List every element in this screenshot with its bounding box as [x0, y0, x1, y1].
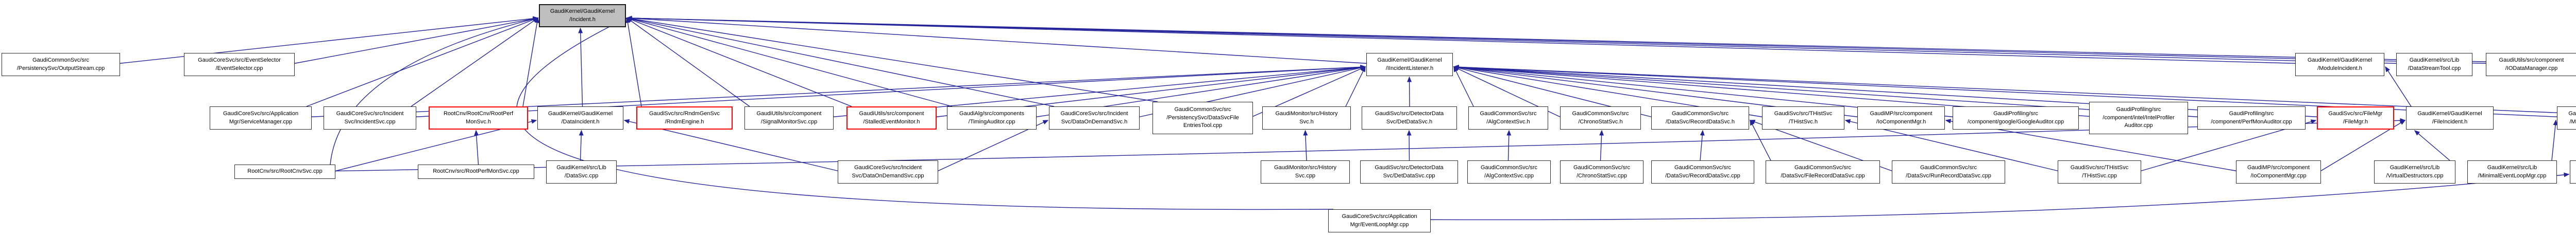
edge-datastreamtool-cpp-to-incident-h [626, 15, 2397, 64]
edge-rootperfmonsvc-cpp-to-rootperfmonsvc-h [474, 130, 479, 165]
edge-historysvc-cpp-to-historysvc-h [1303, 130, 1308, 161]
node-signalmonitorsvc-cpp[interactable]: GaudiUtils/src/component /SignalMonitorS… [744, 106, 834, 130]
node-thistsvc-cpp[interactable]: GaudiSvc/src/THistSvc /THistSvc.cpp [2058, 160, 2141, 184]
node-eventselector-cpp[interactable]: GaudiCoreSvc/src/EventSelector /EventSel… [184, 53, 295, 76]
node-rootperfmonsvc-h[interactable]: RootCnv/RootCnv/RootPerf MonSvc.h [429, 106, 528, 130]
node-incident-h[interactable]: GaudiKernel/GaudiKernel /Incident.h [539, 4, 626, 27]
node-fileincident-h[interactable]: GaudiKernel/GaudiKernel /FileIncident.h [2406, 106, 2494, 130]
node-intelprofilerauditor-cpp[interactable]: GaudiProfiling/src /component/intel/Inte… [2089, 102, 2188, 134]
node-incidentsvc-cpp[interactable]: GaudiCoreSvc/src/Incident Svc/IncidentSv… [324, 106, 416, 130]
edge-moduleincident-h-to-incident-h [626, 15, 2296, 64]
node-rootperfmonsvc-cpp[interactable]: RootCnv/src/RootPerfMonSvc.cpp [418, 165, 534, 179]
edge-iodatamanager-cpp-to-incident-h [626, 15, 2486, 64]
edge-servicemanager-cpp-to-incident-h [306, 17, 539, 107]
node-servicemanager-cpp[interactable]: GaudiCoreSvc/src/Application Mgr/Service… [210, 106, 312, 130]
node-rootcnvsvc-cpp[interactable]: RootCnv/src/RootCnvSvc.cpp [234, 165, 335, 179]
edge-timingauditor-cpp-to-incident-h [626, 17, 953, 107]
edge-chronostatsvc-cpp-to-chronostatsvc-h [1599, 130, 1604, 161]
node-historysvc-h[interactable]: GaudiMonitor/src/History Svc.h [1262, 106, 1351, 130]
node-algcontextsvc-h[interactable]: GaudiCommonSvc/src /AlgContextSvc.h [1468, 106, 1548, 130]
node-iodatamanager-cpp[interactable]: GaudiUtils/src/component /IODataManager.… [2486, 53, 2576, 76]
node-eventloopmgr-h[interactable]: GaudiCoreSvc/src/Application Mgr/EventLo… [2570, 160, 2576, 184]
node-detdatasvc-h[interactable]: GaudiSvc/src/DetectorData Svc/DetDataSvc… [1362, 106, 1457, 130]
node-googleauditor-cpp[interactable]: GaudiProfiling/src /component/google/Goo… [1953, 106, 2079, 130]
edge-incidentsvc-cpp-to-incident-h [411, 17, 539, 107]
node-filemgr-h[interactable]: GaudiSvc/src/FileMgr /FileMgr.h [2317, 106, 2394, 130]
node-outputstream-cpp[interactable]: GaudiCommonSvc/src /PersistencySvc/Outpu… [2, 53, 120, 76]
node-minimaleventloopmgr-cpp-kernel[interactable]: GaudiKernel/src/Lib /MinimalEventLoopMgr… [2467, 160, 2557, 184]
edge-signalmonitorsvc-cpp-to-incident-h [626, 17, 750, 107]
edge-iincidentlistener-h-to-incident-h [626, 16, 1367, 64]
edge-rootdataconnection-cpp-to-incident-h [626, 15, 2576, 64]
node-dataincident-h[interactable]: GaudiKernel/GaudiKernel /DataIncident.h [537, 106, 623, 130]
edge-datasvc-cpp-to-dataincident-h [579, 130, 584, 161]
node-recorddatasvc-h[interactable]: GaudiCommonSvc/src /DataSvc/RecordDataSv… [1651, 106, 1749, 130]
node-algcontextsvc-cpp[interactable]: GaudiCommonSvc/src /AlgContextSvc.cpp [1467, 160, 1551, 184]
edge-rootperfmonsvc-h-to-incident-h [522, 17, 539, 107]
node-chronostatsvc-cpp[interactable]: GaudiCommonSvc/src /ChronoStatSvc.cpp [1560, 160, 1643, 184]
node-stalledeventmonitor-h[interactable]: GaudiUtils/src/component /StalledEventMo… [846, 106, 937, 130]
node-dataondemandsvc-h[interactable]: GaudiCoreSvc/src/Incident Svc/DataOnDema… [1049, 106, 1140, 130]
node-thistsvc-h[interactable]: GaudiSvc/src/THistSvc /THistSvc.h [1762, 106, 1844, 130]
node-virtualdestructors-cpp[interactable]: GaudiKernel/src/Lib /VirtualDestructors.… [2374, 160, 2455, 184]
node-perfmonauditor-cpp[interactable]: GaudiProfiling/src /component/PerfMonAud… [2197, 106, 2306, 130]
node-iocomponentmgr-cpp[interactable]: GaudiMP/src/component /IoComponentMgr.cp… [2236, 160, 2321, 184]
edge-virtualdestructors-cpp-to-fileincident-h [2414, 130, 2450, 161]
edge-historysvc-h-to-iincidentlistener-h [1345, 66, 1366, 107]
node-datasvc-cpp[interactable]: GaudiKernel/src/Lib /DataSvc.cpp [546, 160, 617, 184]
node-runrecorddatasvc-cpp[interactable]: GaudiCommonSvc/src /DataSvc/RunRecordDat… [1892, 160, 2005, 184]
node-rndmengine-h[interactable]: GaudiSvc/src/RndmGenSvc /RndmEngine.h [636, 106, 733, 130]
node-recorddatasvc-cpp[interactable]: GaudiCommonSvc/src /DataSvc/RecordDataSv… [1651, 160, 1754, 184]
node-iocomponentmgr-h[interactable]: GaudiMP/src/component /IoComponentMgr.h [1857, 106, 1945, 130]
node-filerecorddatasvc-cpp[interactable]: GaudiCommonSvc/src /DataSvc/FileRecordDa… [1766, 160, 1880, 184]
node-datastreamtool-cpp[interactable]: GaudiKernel/src/Lib /DataStreamTool.cpp [2396, 53, 2472, 76]
edge-datasvcfileentriestool-cpp-to-incident-h [626, 16, 1158, 102]
edge-rndmengine-h-to-incident-h [625, 17, 642, 107]
edge-dataincident-h-to-incident-h [578, 27, 583, 107]
node-historysvc-cpp[interactable]: GaudiMonitor/src/History Svc.cpp [1261, 160, 1350, 184]
edge-outputstream-cpp-to-incident-h [120, 16, 539, 64]
edge-detdatasvc-cpp-to-detdatasvc-h [1406, 130, 1412, 161]
node-timingauditor-cpp[interactable]: GaudiAlg/src/components /TimingAuditor.c… [947, 106, 1037, 130]
node-eventloopmgr-cpp[interactable]: GaudiCoreSvc/src/Application Mgr/EventLo… [1328, 209, 1431, 232]
edge-minimaleventloopmgr-cpp-kernel-to-minimaleventloopmgr-h [2551, 119, 2558, 161]
edge-algcontextsvc-h-to-iincidentlistener-h [1453, 66, 1474, 107]
edge-recorddatasvc-cpp-to-recorddatasvc-h [1700, 130, 1705, 161]
node-dataondemandsvc-cpp[interactable]: GaudiCoreSvc/src/Incident Svc/DataOnDema… [838, 160, 938, 184]
edge-eventselector-cpp-to-incident-h [294, 16, 539, 64]
edge-algcontextsvc-cpp-to-algcontextsvc-h [1506, 130, 1512, 161]
node-iincidentlistener-h[interactable]: GaudiKernel/GaudiKernel /IIncidentListen… [1366, 53, 1453, 76]
node-detdatasvc-cpp[interactable]: GaudiSvc/src/DetectorData Svc/DetDataSvc… [1360, 160, 1458, 184]
edge-stalledeventmonitor-h-to-incident-h [626, 17, 852, 107]
node-chronostatsvc-h[interactable]: GaudiCommonSvc/src /ChronoStatSvc.h [1560, 106, 1641, 130]
node-minimaleventloopmgr-h[interactable]: GaudiKernel/GaudiKernel /MinimalEventLoo… [2557, 106, 2576, 130]
edge-rootcnvsvc-cpp-to-incident-h [330, 16, 539, 165]
node-moduleincident-h[interactable]: GaudiKernel/GaudiKernel /ModuleIncident.… [2295, 53, 2384, 76]
node-datasvcfileentriestool-cpp[interactable]: GaudiCommonSvc/src /PersistencySvc/DataS… [1153, 102, 1253, 134]
edge-dataondemandsvc-h-to-incident-h [626, 16, 1055, 107]
